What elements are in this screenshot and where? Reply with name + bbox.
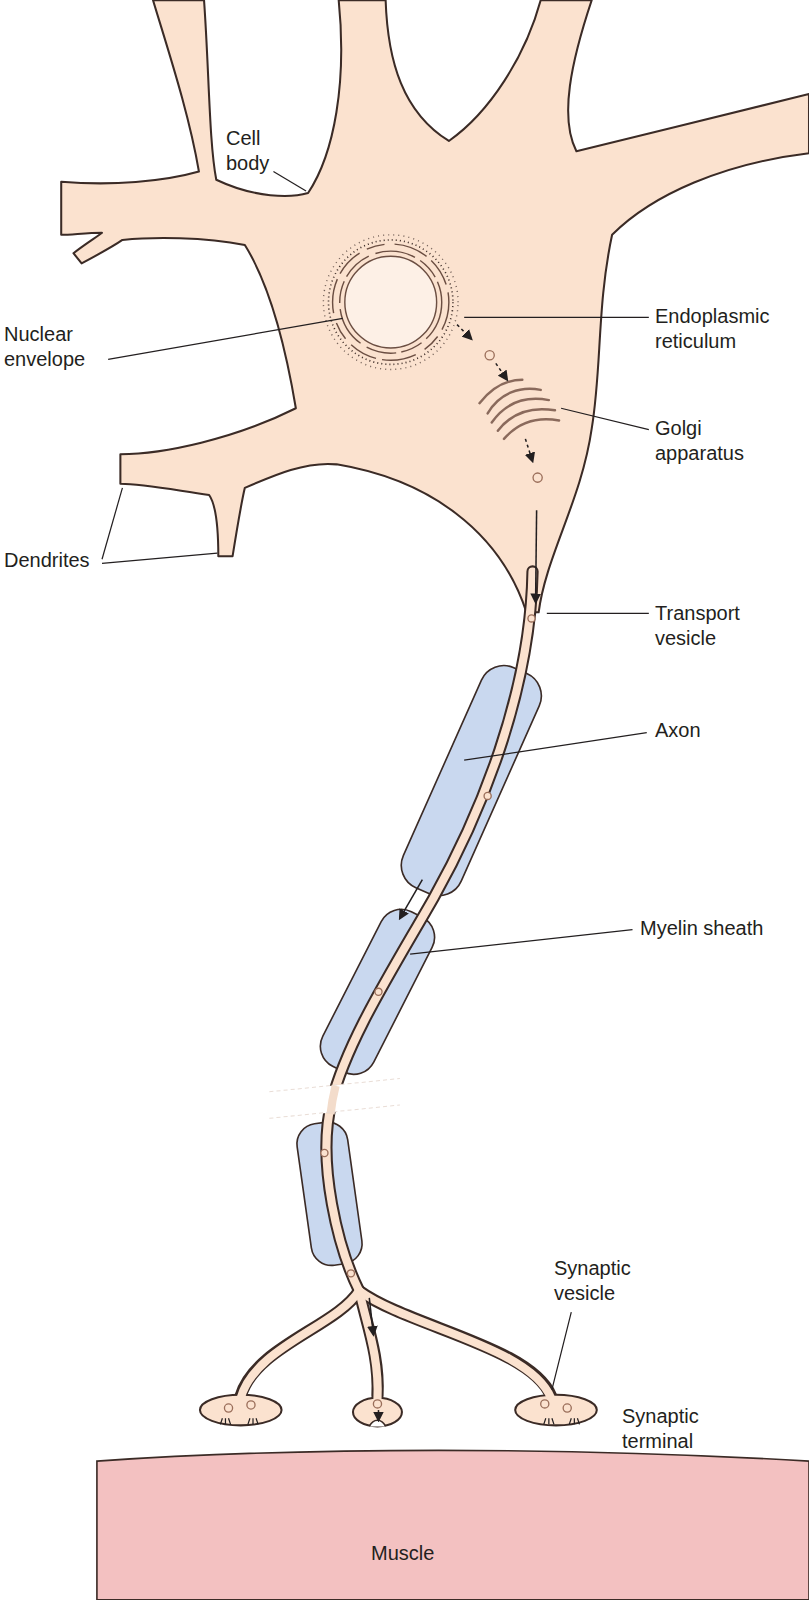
- axon-break-trace: [331, 1086, 336, 1115]
- part-label: Synaptic vesicle: [554, 1256, 654, 1306]
- axon: [241, 571, 551, 1395]
- release-notch: [369, 1420, 385, 1426]
- golgi-apparatus: [479, 380, 559, 439]
- part-label: Endoplasmic reticulum: [655, 304, 795, 354]
- part-label: Cell body: [226, 126, 286, 176]
- synaptic-terminal: [200, 1395, 597, 1427]
- transport-arrows: [369, 510, 536, 1420]
- ribosome-dots: [323, 235, 458, 370]
- terminal-fill: [202, 1397, 595, 1425]
- leader-lines: [102, 172, 649, 1390]
- part-label: Dendrites: [4, 548, 114, 573]
- region-label: Muscle: [371, 1541, 434, 1566]
- endoplasmic-reticulum: [333, 244, 449, 360]
- axon-break-edge: [269, 1079, 400, 1119]
- vesicles: [485, 351, 542, 483]
- ribosome-dots: [328, 240, 452, 364]
- muscle-shape: [97, 1450, 809, 1599]
- transport-vesicle: [224, 615, 571, 1412]
- nuclear-envelope: [340, 251, 442, 353]
- release-sites: [220, 1418, 579, 1424]
- axon-fill: [241, 571, 551, 1399]
- part-label: Nuclear envelope: [4, 322, 104, 372]
- transport-arrows: [457, 325, 532, 462]
- axon-break: [266, 1079, 401, 1119]
- part-label: Golgi apparatus: [655, 416, 770, 466]
- muscle-region: Muscle: [371, 1541, 434, 1566]
- part-label: Transport vesicle: [655, 601, 795, 651]
- part-label: Axon: [655, 718, 735, 743]
- part-label: Synaptic terminal: [622, 1404, 722, 1454]
- nucleus: [345, 256, 437, 348]
- cell-body: [61, 0, 809, 612]
- part-label: Myelin sheath: [640, 916, 800, 941]
